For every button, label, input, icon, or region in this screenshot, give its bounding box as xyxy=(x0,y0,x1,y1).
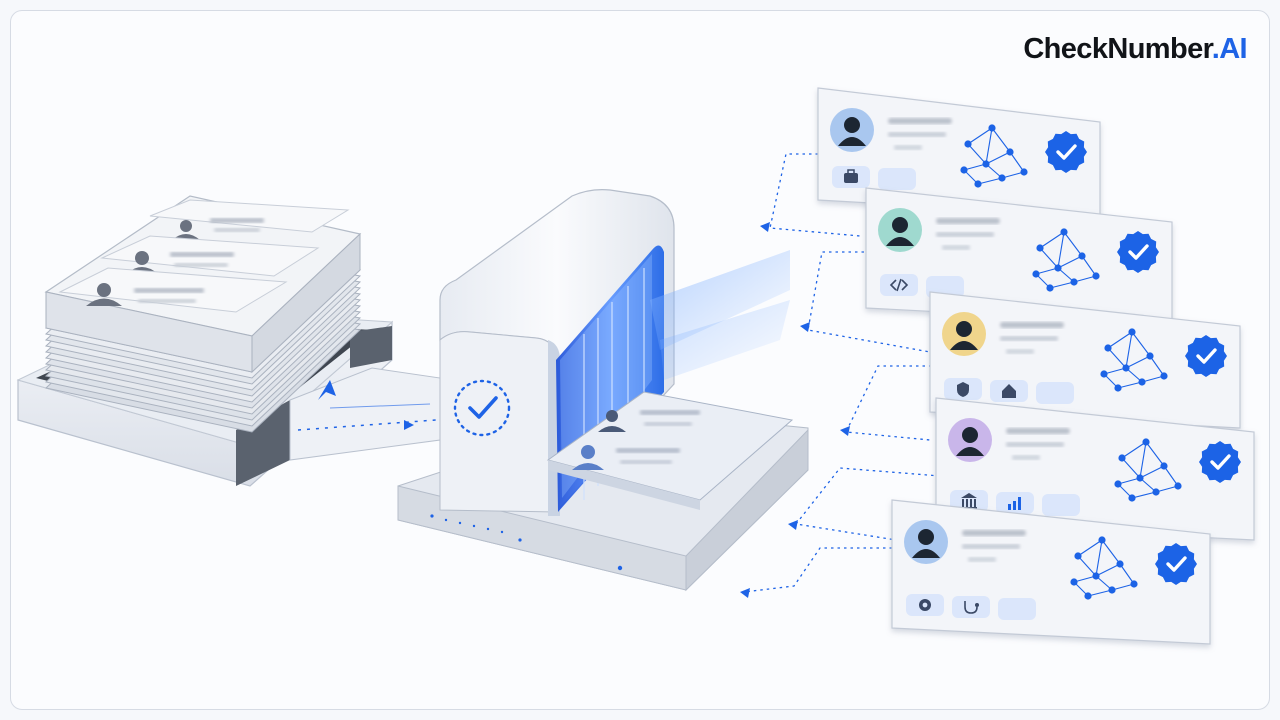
text-line xyxy=(962,544,1020,549)
profile-card xyxy=(891,499,1211,645)
check-circle-icon xyxy=(453,379,511,437)
cursor-icon xyxy=(318,380,336,400)
stethoscope-icon xyxy=(964,601,979,614)
tag-chip xyxy=(1036,382,1074,404)
briefcase-icon xyxy=(844,169,858,183)
indicator-dots xyxy=(430,514,623,571)
avatar-body xyxy=(950,341,978,350)
network-graph-icon xyxy=(1032,228,1100,292)
chart-icon xyxy=(1008,497,1021,510)
home-icon xyxy=(1002,384,1016,398)
avatar-head xyxy=(844,117,860,133)
text-line xyxy=(1006,349,1034,354)
text-line xyxy=(968,557,996,562)
connector-arrowheads xyxy=(740,222,850,598)
network-graph-icon xyxy=(960,124,1028,188)
arrow-right-icon xyxy=(404,420,414,430)
connector-lines xyxy=(743,153,941,593)
sheet-row xyxy=(100,235,320,277)
network-graph-icon xyxy=(1100,328,1168,392)
text-line xyxy=(1000,322,1064,328)
resume-stack xyxy=(16,195,394,487)
verified-badge-icon xyxy=(1155,543,1197,585)
brand-name-accent: .AI xyxy=(1211,33,1248,65)
text-line xyxy=(1000,336,1058,341)
scanner-machine xyxy=(397,189,809,592)
verified-badge-icon xyxy=(1199,441,1241,483)
avatar-body xyxy=(912,549,940,558)
text-line xyxy=(1006,442,1064,447)
avatar-head xyxy=(956,321,972,337)
text-line xyxy=(962,530,1026,536)
network-graph-icon xyxy=(1070,536,1138,600)
text-line xyxy=(1006,428,1070,434)
feed-chute xyxy=(289,367,441,461)
text-line xyxy=(942,245,970,250)
gear-icon xyxy=(919,599,931,611)
profile-card xyxy=(817,87,1101,217)
tag-chip xyxy=(998,598,1036,620)
shield-icon xyxy=(957,382,969,397)
verified-badge-icon xyxy=(1117,231,1159,273)
text-line xyxy=(1012,455,1040,460)
text-line xyxy=(888,132,946,137)
profile-card xyxy=(935,397,1255,541)
sheet-row xyxy=(149,199,350,240)
tag-chip xyxy=(1042,494,1080,516)
avatar-head xyxy=(918,529,934,545)
sheet-row xyxy=(58,267,288,313)
avatar-head xyxy=(962,427,978,443)
stack-layers xyxy=(44,195,362,433)
avatar-body xyxy=(886,237,914,246)
text-line xyxy=(894,145,922,150)
top-sheet-rows xyxy=(58,199,350,313)
verified-badge-icon xyxy=(1185,335,1227,377)
tag-stethoscope xyxy=(952,596,990,618)
avatar-head xyxy=(892,217,908,233)
network-graph-icon xyxy=(1114,438,1182,502)
tag-bank xyxy=(950,490,988,512)
avatar-body xyxy=(838,137,866,146)
avatar-body xyxy=(956,447,984,456)
text-line xyxy=(936,218,1000,224)
scanned-document xyxy=(546,391,794,510)
tag-chip xyxy=(878,168,916,190)
text-line xyxy=(936,232,994,237)
brand-logo: CheckNumber.AI xyxy=(1023,33,1247,66)
code-icon xyxy=(889,278,909,292)
text-line xyxy=(888,118,952,124)
brand-name: CheckNumber xyxy=(1023,33,1212,65)
profile-card xyxy=(929,291,1241,429)
verified-badge-icon xyxy=(1045,131,1087,173)
